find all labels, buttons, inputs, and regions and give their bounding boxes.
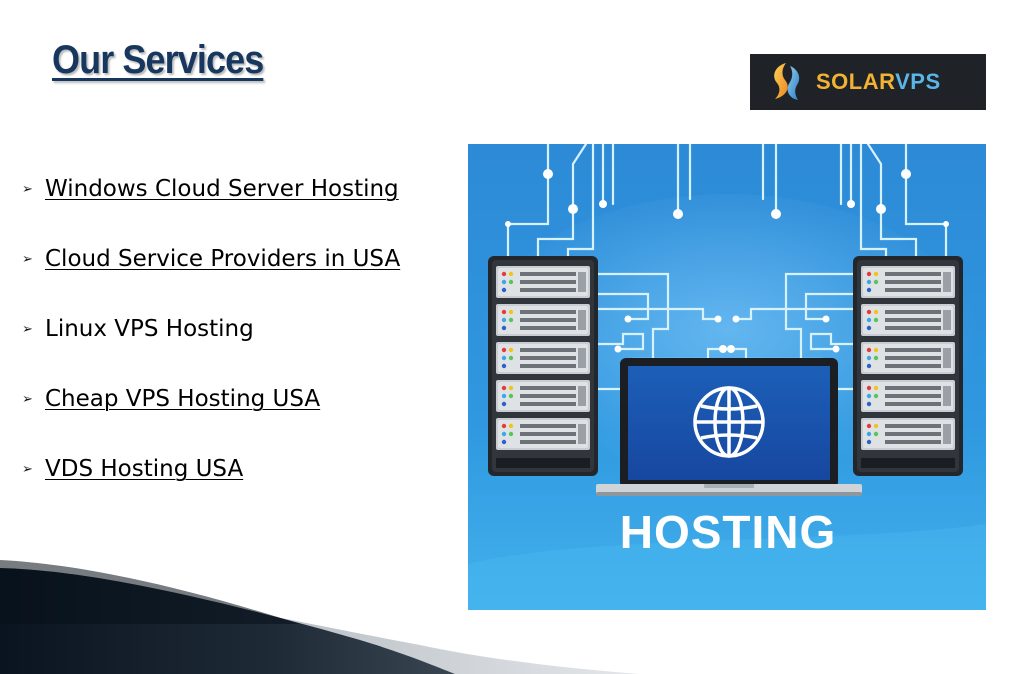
- bullet-arrow-icon: ➢: [22, 461, 33, 477]
- bullet-arrow-icon: ➢: [22, 321, 33, 337]
- service-link-windows-cloud[interactable]: Windows Cloud Server Hosting: [45, 176, 399, 202]
- services-list: ➢ Windows Cloud Server Hosting ➢ Cloud S…: [22, 154, 400, 504]
- globe-icon: [693, 386, 765, 458]
- bullet-arrow-icon: ➢: [22, 391, 33, 407]
- service-text-linux-vps: Linux VPS Hosting: [45, 316, 254, 342]
- bullet-arrow-icon: ➢: [22, 181, 33, 197]
- service-link-cloud-providers[interactable]: Cloud Service Providers in USA: [45, 246, 401, 272]
- hero-caption: HOSTING: [620, 506, 837, 558]
- solarvps-logo: SOLARVPS: [750, 54, 986, 110]
- service-link-cheap-vps[interactable]: Cheap VPS Hosting USA: [45, 386, 321, 412]
- decorative-swoosh: [0, 560, 640, 674]
- list-item: ➢ Cloud Service Providers in USA: [22, 224, 400, 294]
- list-item: ➢ Cheap VPS Hosting USA: [22, 364, 400, 434]
- page-title: Our Services: [52, 38, 264, 82]
- solarvps-logo-mark: [774, 63, 800, 100]
- hosting-illustration: HOSTING: [468, 144, 986, 610]
- list-item: ➢ Linux VPS Hosting: [22, 294, 400, 364]
- service-link-vds[interactable]: VDS Hosting USA: [45, 456, 244, 482]
- logo-text: SOLARVPS: [816, 69, 941, 94]
- bullet-arrow-icon: ➢: [22, 251, 33, 267]
- list-item: ➢ VDS Hosting USA: [22, 434, 400, 504]
- list-item: ➢ Windows Cloud Server Hosting: [22, 154, 400, 224]
